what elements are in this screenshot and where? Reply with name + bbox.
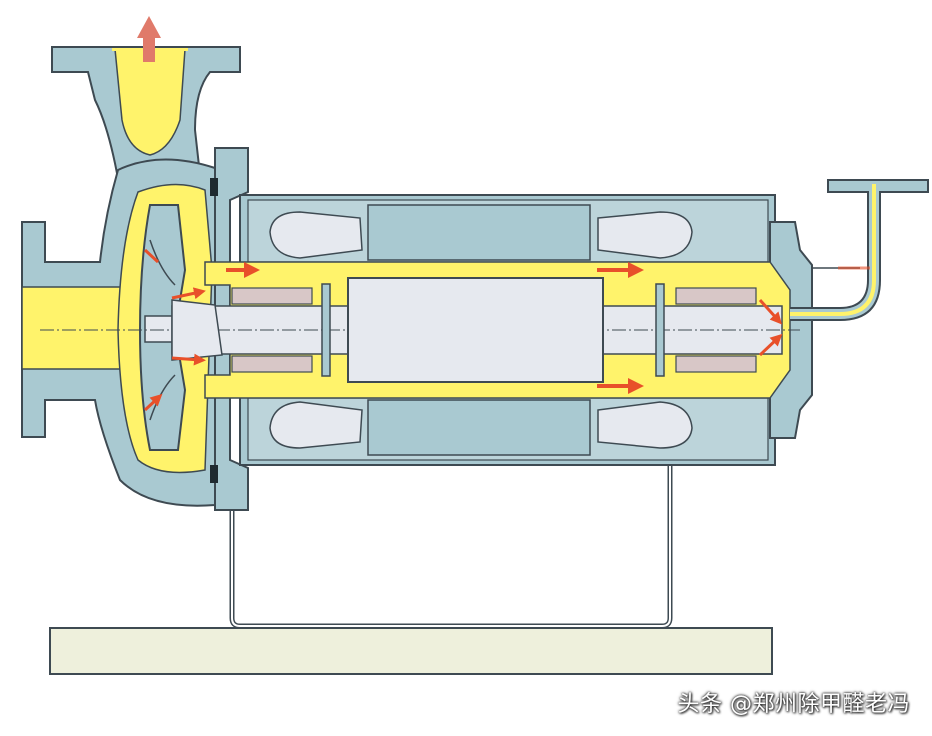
- winding-end-left-bottom: [269, 401, 363, 449]
- support-frame: [229, 462, 673, 629]
- stator-core-bottom: [367, 399, 591, 456]
- base-plate: [49, 627, 773, 675]
- thrust-disc-front: [321, 283, 331, 377]
- impeller-nut: [144, 315, 174, 343]
- rear-bearing-top: [675, 287, 757, 305]
- inlet-fluid: [21, 286, 133, 370]
- watermark: 头条 @郑州除甲醛老冯: [677, 692, 910, 717]
- flow-arrow-8: [171, 353, 206, 366]
- outlet-arrow: [137, 16, 161, 62]
- adapter-cover: [214, 147, 249, 511]
- outlet-fluid: [114, 48, 186, 156]
- flow-arrow-5: [758, 333, 783, 357]
- flow-arrow-7: [171, 287, 206, 300]
- front-bearing-bottom: [231, 355, 313, 373]
- thrust-disc-rear: [655, 283, 665, 377]
- rear-bearing-bottom: [675, 355, 757, 373]
- rotor-core: [347, 277, 604, 383]
- winding-end-right-top: [597, 211, 693, 259]
- winding-end-left-top: [269, 211, 363, 259]
- winding-end-right-bottom: [597, 401, 693, 449]
- stator-core-top: [367, 204, 591, 261]
- flow-arrow-4: [758, 298, 783, 325]
- circulation-pipe: [790, 179, 929, 321]
- front-bearing-top: [231, 287, 313, 305]
